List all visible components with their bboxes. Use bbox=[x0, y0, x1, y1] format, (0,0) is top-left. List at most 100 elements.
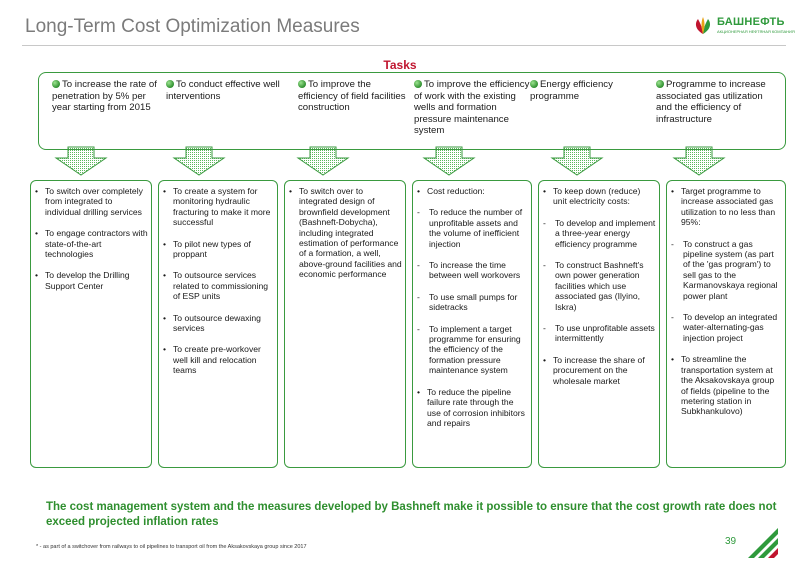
measures-column-well-interventions: • To create a system for monitoring hydra… bbox=[158, 180, 278, 468]
measure-text: To implement a target programme for ensu… bbox=[429, 323, 521, 376]
dash-mark: - bbox=[417, 291, 420, 302]
bullet-mark: • bbox=[543, 186, 547, 196]
measure-text: To outsource services related to commiss… bbox=[173, 270, 269, 302]
task-item: To improve the efficiency of work with t… bbox=[414, 79, 532, 137]
measure-item: -To reduce the number of unprofitable as… bbox=[417, 207, 528, 249]
measure-item: •To create a system for monitoring hydra… bbox=[163, 186, 274, 228]
measure-item: -To develop and implement a three-year e… bbox=[543, 218, 656, 249]
measures-column-energy-efficiency: • To keep down (reduce) unit electricity … bbox=[538, 180, 660, 468]
measures-column-associated-gas: •Target programme to increase associated… bbox=[666, 180, 786, 468]
dash-mark: - bbox=[543, 260, 546, 271]
measure-item: -To increase the time between well worko… bbox=[417, 260, 528, 281]
measure-text: Cost reduction: bbox=[427, 186, 485, 196]
bullet-dot-icon bbox=[656, 80, 664, 88]
measure-item: • To switch over to integrated design of … bbox=[289, 186, 402, 280]
down-arrow-icon bbox=[550, 146, 604, 176]
logo-name: БАШНЕФТЬ bbox=[717, 16, 785, 28]
measure-item: • To switch over completely from integrat… bbox=[35, 186, 148, 217]
bullet-mark: • bbox=[417, 186, 421, 196]
down-arrow-icon bbox=[672, 146, 726, 176]
bullet-mark: • bbox=[35, 228, 39, 239]
task-text: To improve the efficiency of work with t… bbox=[414, 79, 530, 137]
dash-mark: - bbox=[417, 207, 420, 218]
task-text: Programme to increase associated gas uti… bbox=[656, 79, 766, 125]
down-arrow-icon bbox=[296, 146, 350, 176]
measure-text: To create a system for monitoring hydrau… bbox=[173, 186, 271, 228]
bullet-mark: • bbox=[163, 270, 167, 281]
measure-item: •To reduce the pipeline failure rate thr… bbox=[417, 387, 528, 429]
company-logo: БАШНЕФТЬ АКЦИОНЕРНАЯ НЕФТЯНАЯ КОМПАНИЯ bbox=[692, 14, 795, 38]
tasks-heading: Tasks bbox=[383, 58, 417, 72]
measure-text: To reduce the number of unprofitable ass… bbox=[429, 207, 523, 249]
measure-item: • To outsource services related to commis… bbox=[163, 270, 274, 301]
measure-text: To increase the time between well workov… bbox=[429, 260, 521, 281]
measure-text: To use small pumps for sidetracks bbox=[429, 291, 518, 313]
dash-mark: - bbox=[671, 312, 674, 323]
bullet-dot-icon bbox=[414, 80, 422, 88]
measure-item: •To develop the Drilling Support Center bbox=[35, 270, 148, 291]
measure-text: To switch over to integrated design of b… bbox=[299, 186, 402, 280]
measure-text: To develop an integrated water-alternati… bbox=[683, 312, 778, 343]
bullet-dot-icon bbox=[530, 80, 538, 88]
task-text: To increase the rate of penetration by 5… bbox=[52, 79, 157, 114]
bullet-dot-icon bbox=[166, 80, 174, 88]
measure-text: To outsource dewaxing services bbox=[173, 312, 261, 334]
measure-text: To develop the Drilling Support Center bbox=[45, 270, 130, 291]
measure-text: To pilot new types of proppant bbox=[173, 238, 251, 260]
task-item: Energy efficiency programme bbox=[530, 79, 640, 102]
task-item: To increase the rate of penetration by 5… bbox=[52, 79, 164, 114]
measure-text: To develop and implement a three-year en… bbox=[555, 217, 656, 249]
bullet-dot-icon bbox=[52, 80, 60, 88]
measure-item: -To develop an integrated water-alternat… bbox=[671, 312, 782, 343]
dash-mark: - bbox=[543, 323, 546, 334]
measure-text: To construct Bashneft's own power genera… bbox=[555, 260, 644, 312]
task-text: Energy efficiency programme bbox=[530, 79, 613, 102]
dash-mark: - bbox=[417, 323, 420, 334]
measure-item: • To pilot new types of proppant bbox=[163, 239, 274, 260]
measure-text: To streamline the transportation system … bbox=[681, 354, 775, 417]
measure-item: -To construct a gas pipeline system (as … bbox=[671, 239, 782, 301]
measure-item: •To increase the share of procurement on… bbox=[543, 355, 656, 386]
measure-item: • Cost reduction: bbox=[417, 186, 528, 196]
measure-text: To reduce the pipeline failure rate thro… bbox=[427, 386, 525, 428]
measure-text: To engage contractors with state-of-the-… bbox=[45, 228, 148, 260]
page-title: Long-Term Cost Optimization Measures bbox=[25, 16, 360, 37]
measure-item: • To engage contractors with state-of-the… bbox=[35, 228, 148, 259]
logo-leaf-icon bbox=[695, 17, 711, 34]
footnote: * - as part of a switchover from railway… bbox=[36, 544, 307, 550]
bullet-dot-icon bbox=[298, 80, 306, 88]
dash-mark: - bbox=[543, 217, 546, 228]
measure-item: -To use small pumps for sidetracks bbox=[417, 292, 528, 313]
task-item: Programme to increase associated gas uti… bbox=[656, 79, 778, 125]
bullet-mark: • bbox=[163, 312, 167, 323]
corner-stripes-icon bbox=[748, 528, 778, 558]
down-arrow-icon bbox=[172, 146, 226, 176]
measure-item: -To use unprofitable assets intermittent… bbox=[543, 323, 656, 344]
bullet-mark: • bbox=[671, 354, 675, 365]
conclusion-text: The cost management system and the measu… bbox=[46, 501, 777, 528]
bullet-mark: • bbox=[289, 186, 293, 196]
measure-item: • To keep down (reduce) unit electricity … bbox=[543, 186, 656, 207]
bullet-mark: • bbox=[163, 238, 167, 249]
measure-text: To use unprofitable assets intermittentl… bbox=[555, 323, 655, 344]
task-item: To conduct effective well interventions bbox=[166, 79, 286, 102]
measure-text: To create pre-workover well kill and rel… bbox=[173, 344, 261, 376]
measure-text: To increase the share of procurement on … bbox=[553, 354, 645, 386]
task-text: To conduct effective well interventions bbox=[166, 79, 280, 102]
task-text: To improve the efficiency of field facil… bbox=[298, 79, 406, 114]
page-number: 39 bbox=[725, 536, 737, 547]
dash-mark: - bbox=[671, 238, 674, 249]
task-item: To improve the efficiency of field facil… bbox=[298, 79, 410, 114]
measure-item: • To outsource dewaxing services bbox=[163, 313, 274, 334]
measure-item: •Target programme to increase associated… bbox=[671, 186, 782, 228]
bullet-mark: • bbox=[671, 186, 675, 196]
title-divider bbox=[22, 45, 786, 46]
measure-item: • To streamline the transportation system… bbox=[671, 354, 782, 416]
measure-item: -To construct Bashneft's own power gener… bbox=[543, 260, 656, 312]
measure-text: To keep down (reduce) unit electricity c… bbox=[553, 186, 641, 207]
measure-text: To switch over completely from integrate… bbox=[45, 186, 143, 217]
bullet-mark: • bbox=[35, 186, 39, 196]
measure-text: To construct a gas pipeline system (as p… bbox=[683, 238, 778, 301]
measure-item: -To implement a target programme for ens… bbox=[417, 324, 528, 376]
bullet-mark: • bbox=[163, 344, 167, 355]
